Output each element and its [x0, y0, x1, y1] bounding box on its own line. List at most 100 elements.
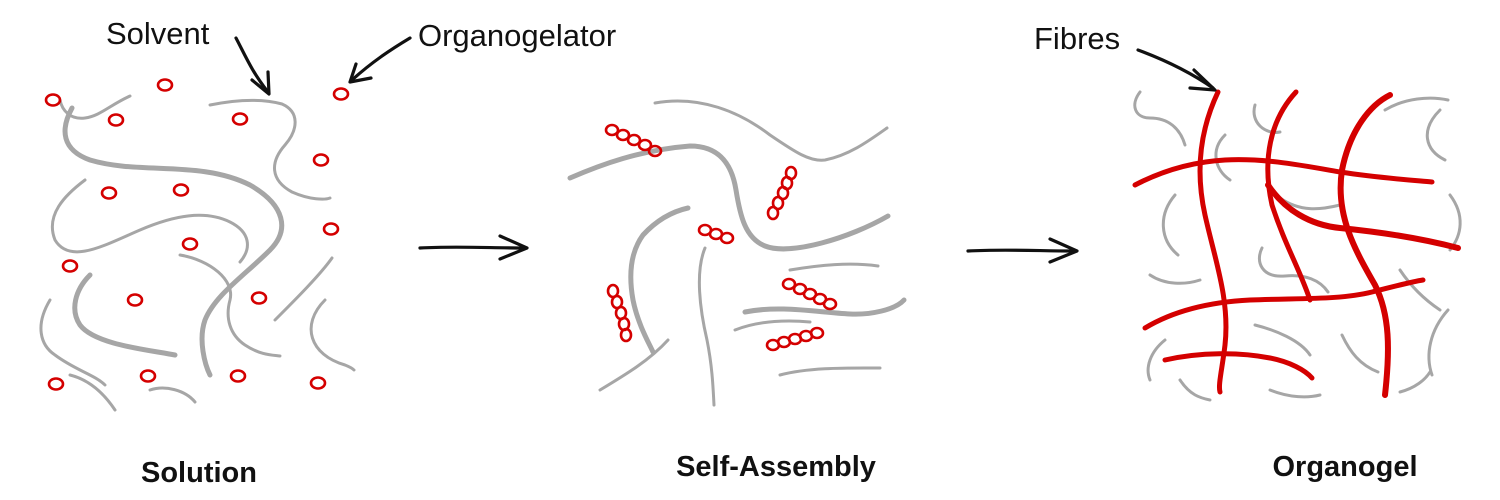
- solvent-chain: [1253, 323, 1312, 357]
- organogelator-molecule: [126, 293, 144, 307]
- organogelator-molecules: [44, 78, 350, 391]
- solvent-chain: [1383, 96, 1450, 112]
- process-arrow-2: [966, 237, 1079, 264]
- solvent-chain: [1146, 338, 1167, 382]
- organogelator-molecule: [615, 128, 631, 142]
- organogelator-molecule: [61, 259, 79, 273]
- solvent-chain: [1148, 273, 1202, 285]
- fibre: [1197, 89, 1229, 395]
- organogelator-pointer-arrowhead: [348, 62, 373, 84]
- solvent-chain: [208, 98, 332, 201]
- solvent-chain: [39, 298, 107, 387]
- solvent-callout: Solvent: [106, 16, 271, 96]
- solvent-molecules: [567, 99, 907, 407]
- solvent-pointer-arrow: [234, 36, 270, 94]
- organogelator-molecule: [647, 144, 663, 158]
- organogelator-aggregates: [604, 123, 838, 352]
- solvent-chain: [1252, 103, 1282, 134]
- solvent-chain: [273, 256, 334, 322]
- aggregate-chain: [604, 123, 663, 158]
- solvent-chain: [72, 272, 178, 358]
- fibre: [1142, 277, 1426, 331]
- organogelator-molecule: [626, 133, 642, 147]
- fibre: [1265, 182, 1461, 251]
- solvent-label: Solvent: [106, 16, 210, 51]
- solvent-chain: [1398, 268, 1442, 312]
- stage-title-self-assembly: Self-Assembly: [676, 451, 876, 483]
- organogelator-molecule: [781, 277, 797, 291]
- solvent-molecules: [1133, 90, 1462, 402]
- organogelator-callout: Organogelator: [348, 18, 616, 84]
- panel-solution: [39, 78, 356, 412]
- organogelator-molecule: [47, 377, 65, 391]
- solvent-chain: [1268, 388, 1322, 399]
- stage-title-organogel: Organogel: [1272, 451, 1417, 483]
- solvent-chain: [733, 319, 812, 332]
- solvent-chain: [62, 105, 285, 378]
- solvent-chain: [653, 99, 889, 162]
- organogelator-molecule: [719, 231, 735, 245]
- aggregate-chain: [765, 326, 825, 352]
- organogelator-molecule: [100, 186, 118, 200]
- process-arrow-1-shaft: [418, 245, 526, 250]
- process-arrow-2-head: [1048, 237, 1079, 264]
- fibre: [1132, 157, 1435, 188]
- solvent-chain: [788, 262, 880, 272]
- solvent-chain: [1161, 193, 1180, 257]
- organogelator-molecule: [107, 113, 125, 127]
- fibre: [1162, 351, 1315, 381]
- solvent-chain: [68, 373, 117, 412]
- organogelator-molecule: [604, 123, 620, 137]
- organogelator-molecule: [312, 153, 330, 167]
- solvent-chain: [1178, 378, 1212, 402]
- stage-title-solution: Solution: [141, 457, 257, 489]
- solvent-chain: [778, 366, 882, 377]
- fibres-label: Fibres: [1034, 21, 1120, 56]
- solvent-chain: [742, 297, 907, 317]
- organogelator-molecule: [181, 237, 199, 251]
- solvent-molecules: [39, 94, 356, 412]
- organogelator-molecule: [322, 222, 340, 236]
- process-arrow-2-shaft: [966, 248, 1075, 253]
- aggregate-chain: [697, 223, 735, 245]
- solvent-pointer-arrowhead: [250, 70, 271, 96]
- organogelator-molecule: [139, 369, 157, 383]
- organogelator-molecule: [822, 297, 838, 311]
- solvent-chain: [598, 338, 670, 392]
- organogelator-molecule: [231, 112, 249, 126]
- solvent-chain: [1425, 108, 1447, 162]
- fibres-pointer-arrow: [1136, 48, 1215, 90]
- fibres-pointer-arrowhead: [1188, 68, 1217, 92]
- organogelator-molecule: [766, 205, 780, 221]
- solvent-chain: [50, 178, 249, 264]
- solvent-chain: [1427, 308, 1450, 377]
- organogelator-molecule: [637, 138, 653, 152]
- organogelator-molecule: [809, 326, 825, 340]
- solvent-chain: [1340, 333, 1380, 374]
- solvent-chain: [567, 143, 891, 252]
- organogelator-molecule: [250, 291, 268, 305]
- solvent-chain: [178, 253, 282, 358]
- fibre: [1337, 92, 1393, 398]
- organogelator-pointer-arrow: [350, 36, 412, 82]
- solvent-chain: [1133, 90, 1187, 147]
- organogelator-molecule: [619, 327, 633, 343]
- organogelator-molecule: [332, 87, 350, 101]
- aggregate-chain: [781, 277, 838, 311]
- fibres-callout: Fibres: [1034, 21, 1217, 92]
- panel-self-assembly: [567, 99, 907, 407]
- process-arrow-1: [418, 234, 529, 261]
- process-arrow-1-head: [498, 234, 529, 261]
- organogelator-molecule: [44, 93, 62, 107]
- solvent-chain: [628, 205, 691, 355]
- aggregate-chain: [606, 283, 633, 343]
- organogelator-molecule: [229, 369, 247, 383]
- fibre: [1265, 89, 1313, 303]
- organogelator-molecule: [156, 78, 174, 92]
- aggregate-chain: [766, 165, 798, 221]
- solvent-chain: [1257, 246, 1330, 294]
- organogelator-label: Organogelator: [418, 18, 616, 53]
- organogelator-molecule: [309, 376, 327, 390]
- gel-fibres: [1132, 89, 1461, 398]
